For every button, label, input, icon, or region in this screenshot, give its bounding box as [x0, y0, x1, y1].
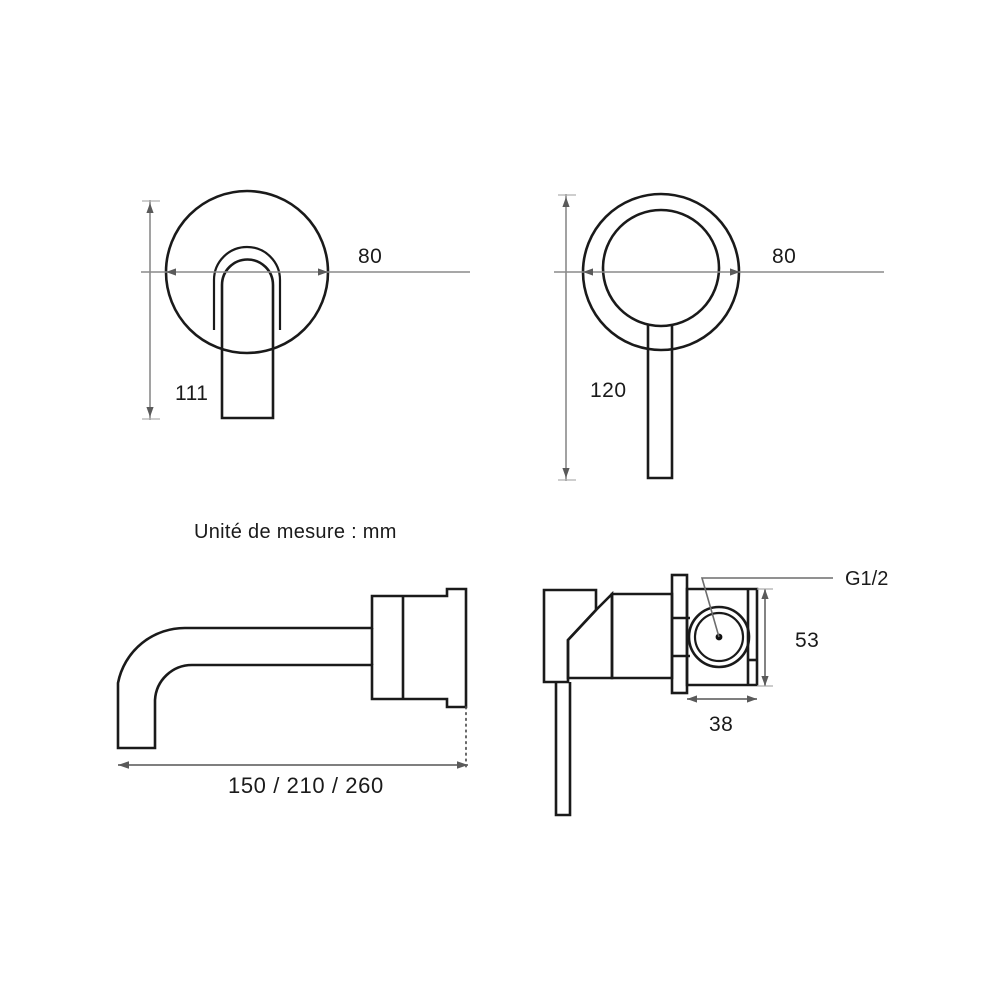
dim-arrow-111-top — [146, 203, 154, 213]
view-mixer-body-side: G1/2 53 38 — [542, 568, 888, 817]
spout-outline — [116, 587, 468, 750]
dim-arrow-53-top — [761, 589, 769, 599]
mixer-shoulder-taper — [566, 590, 614, 680]
dim-label-120: 120 — [590, 379, 627, 402]
dim-arrow-80-left-b — [318, 268, 328, 276]
unit-of-measure-note: Unité de mesure : mm — [194, 521, 397, 543]
dim-arrow-80-right-a — [583, 268, 593, 276]
dim-label-lengths: 150 / 210 / 260 — [228, 773, 384, 798]
dim-arrow-120-top — [562, 197, 570, 207]
dim-arrow-length-right — [457, 761, 468, 769]
dim-arrow-length-left — [118, 761, 129, 769]
view-spout-side: 150 / 210 / 260 — [116, 587, 468, 798]
dim-label-80-left: 80 — [358, 245, 382, 268]
handle-lever — [220, 258, 275, 420]
dim-arrow-38-right — [747, 695, 757, 703]
inlet-outer-circle — [687, 605, 751, 669]
handle-back-arc — [212, 245, 282, 330]
dim-label-53: 53 — [795, 629, 819, 652]
dim-arrow-80-right-b — [730, 268, 740, 276]
inlet-inner-circle — [693, 611, 745, 663]
dim-label-38: 38 — [709, 713, 733, 736]
dim-arrow-120-bottom — [562, 468, 570, 478]
view-handle-front: 80 111 — [141, 189, 470, 420]
dim-label-80-right: 80 — [772, 245, 796, 268]
thread-callout-label: G1/2 — [845, 568, 888, 590]
thread-callout-leader — [700, 577, 833, 638]
dim-arrow-111-bottom — [146, 407, 154, 417]
mixer-valve-block — [685, 587, 759, 687]
lever-arm — [646, 325, 674, 480]
view-lever-front: 80 120 — [554, 192, 884, 481]
dim-arrow-80-left-a — [166, 268, 176, 276]
dim-arrow-53-bottom — [761, 676, 769, 686]
dim-arrow-38-left — [687, 695, 697, 703]
dim-label-111: 111 — [175, 382, 208, 405]
mixer-lever-stem — [554, 682, 572, 817]
inlet-neck — [672, 616, 690, 658]
lever-inner-ring — [601, 208, 721, 328]
